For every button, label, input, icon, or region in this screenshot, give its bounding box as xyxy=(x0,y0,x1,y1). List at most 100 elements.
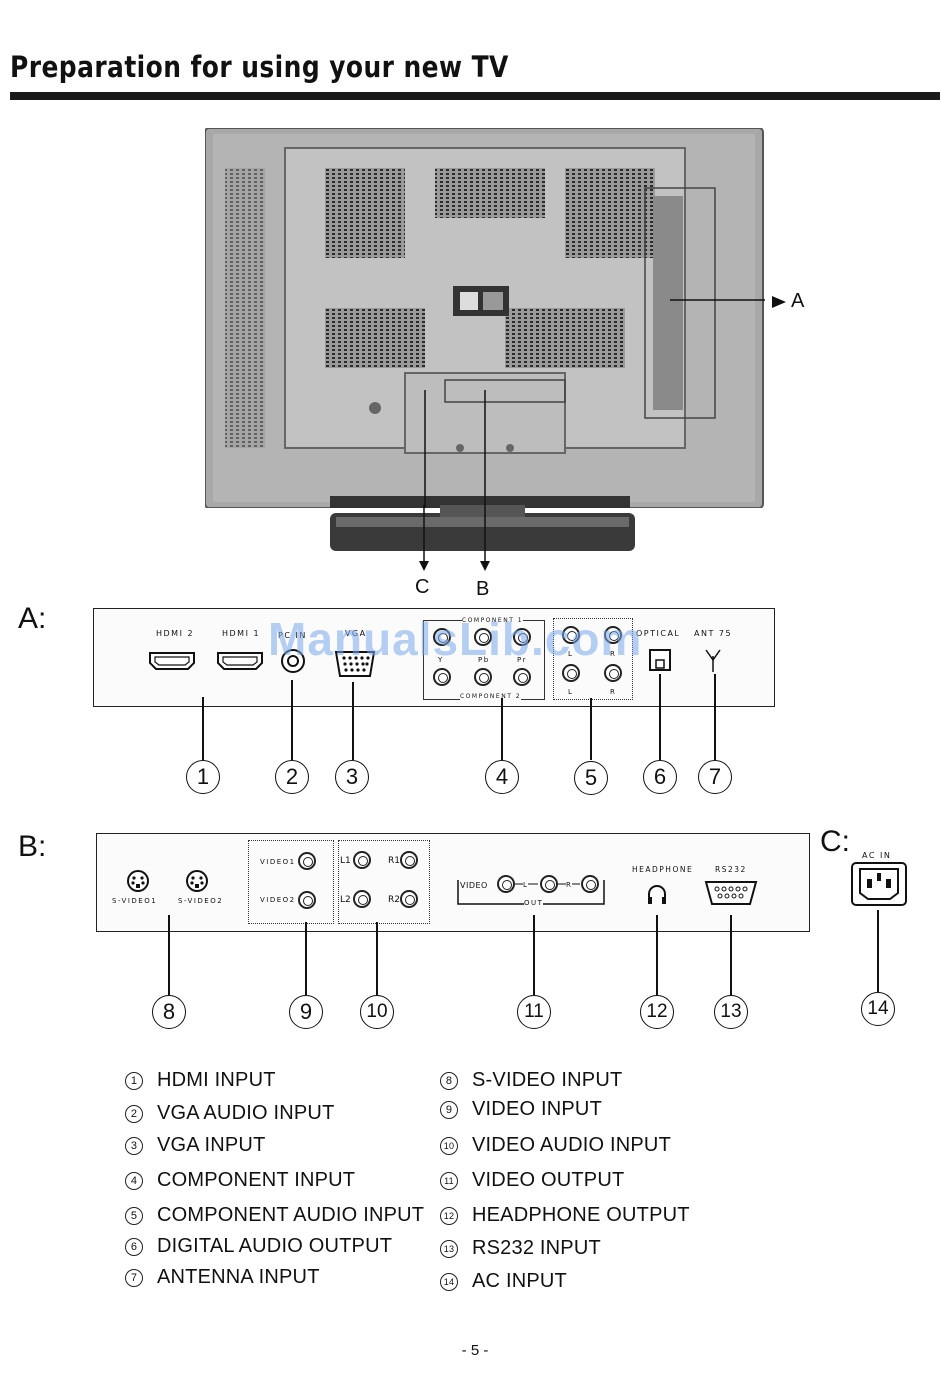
pb-label: Pb xyxy=(478,656,490,664)
callout-c: C xyxy=(415,576,430,598)
legend-label: COMPONENT INPUT xyxy=(157,1169,356,1191)
component-audio-r1-jack xyxy=(604,626,622,644)
legend-number: 7 xyxy=(125,1268,143,1287)
watermark: ManualsLib.com xyxy=(268,613,643,665)
lead-13 xyxy=(730,915,732,995)
legend-item-14: 14 AC INPUT xyxy=(440,1270,567,1293)
lead-14 xyxy=(877,910,879,992)
legend-label: HEADPHONE OUTPUT xyxy=(472,1204,690,1226)
r2-label: R2 xyxy=(388,895,400,905)
video1-label: VIDEO1 xyxy=(260,858,296,866)
callout-b: B xyxy=(476,578,490,600)
svideo1-port-icon xyxy=(127,870,149,892)
legend-label: AC INPUT xyxy=(472,1270,567,1292)
component1-y-jack xyxy=(433,628,451,646)
headphone-label: HEADPHONE xyxy=(632,865,694,874)
section-c-label: C: xyxy=(820,825,850,858)
panel-a xyxy=(93,608,775,707)
optical-port-icon xyxy=(649,649,671,671)
legend-number: 13 xyxy=(440,1239,458,1258)
ac-power-socket-icon xyxy=(851,862,907,906)
callout-a: A xyxy=(791,290,805,312)
marker-6: 6 xyxy=(643,760,677,794)
page-title: Preparation for using your new TV xyxy=(10,50,509,84)
arrow-a xyxy=(772,296,786,308)
legend-label: VIDEO INPUT xyxy=(472,1098,602,1120)
component-audio-l2-jack xyxy=(562,664,580,682)
lead-4 xyxy=(501,698,503,760)
svideo2-port-icon xyxy=(186,870,208,892)
video-audio-group xyxy=(338,840,430,924)
legend-item-11: 11 VIDEO OUTPUT xyxy=(440,1169,624,1192)
headphone-icon xyxy=(648,885,666,904)
component1-pr-jack xyxy=(513,628,531,646)
marker-3: 3 xyxy=(335,760,369,794)
lead-7 xyxy=(714,674,716,760)
component2-pr-jack xyxy=(513,668,531,686)
legend-label: ANTENNA INPUT xyxy=(157,1266,320,1288)
legend-number: 3 xyxy=(125,1136,143,1155)
audio-r-bottom-label: R xyxy=(610,688,617,696)
marker-9: 9 xyxy=(289,995,323,1029)
lead-10 xyxy=(376,922,378,995)
lead-1 xyxy=(202,697,204,760)
antenna-icon xyxy=(705,649,721,672)
legend-item-6: 6 DIGITAL AUDIO OUTPUT xyxy=(125,1235,392,1258)
legend-number: 2 xyxy=(125,1104,143,1123)
marker-2: 2 xyxy=(275,760,309,794)
rs232-label: RS232 xyxy=(715,865,747,874)
l2-jack xyxy=(353,890,371,908)
rs232-port-icon xyxy=(704,881,758,905)
legend-item-7: 7 ANTENNA INPUT xyxy=(125,1266,320,1289)
legend-number: 6 xyxy=(125,1237,143,1256)
legend-number: 4 xyxy=(125,1171,143,1190)
component1-pb-jack xyxy=(474,628,492,646)
marker-1: 1 xyxy=(186,760,220,794)
marker-8: 8 xyxy=(152,995,186,1029)
svideo1-label: S-VIDEO1 xyxy=(112,897,158,905)
l1-jack xyxy=(353,851,371,869)
component-audio-r2-jack xyxy=(604,664,622,682)
audio-r-top-label: R xyxy=(610,650,617,658)
legend-number: 12 xyxy=(440,1206,458,1225)
callout-arrows xyxy=(419,505,490,571)
title-rule xyxy=(10,92,940,100)
y-label: Y xyxy=(438,656,444,664)
lead-2 xyxy=(291,680,293,760)
r1-jack xyxy=(400,851,418,869)
legend-label: VGA INPUT xyxy=(157,1134,266,1156)
lead-9 xyxy=(305,922,307,995)
lead-5 xyxy=(590,698,592,760)
hdmi1-label: HDMI 1 xyxy=(222,629,261,638)
video-out-jack xyxy=(497,875,515,893)
pr-label: Pr xyxy=(517,656,527,664)
marker-13: 13 xyxy=(714,995,748,1029)
component2-pb-jack xyxy=(474,668,492,686)
legend-label: VIDEO AUDIO INPUT xyxy=(472,1134,671,1156)
legend-number: 14 xyxy=(440,1272,458,1291)
page-number: - 5 - xyxy=(461,1342,489,1359)
legend-label: VIDEO OUTPUT xyxy=(472,1169,625,1191)
marker-12: 12 xyxy=(640,995,674,1029)
optical-label: OPTICAL xyxy=(636,629,681,638)
legend-item-2: 2 VGA AUDIO INPUT xyxy=(125,1102,334,1125)
video-out-label: VIDEO xyxy=(460,881,488,890)
tv-rear-image xyxy=(205,128,765,508)
vga-label: VGA xyxy=(345,629,367,638)
legend-item-4: 4 COMPONENT INPUT xyxy=(125,1169,355,1192)
component1-label: COMPONENT 1 xyxy=(462,617,524,624)
marker-7: 7 xyxy=(698,760,732,794)
legend-number: 11 xyxy=(440,1171,458,1190)
panel-b xyxy=(96,833,810,932)
legend-label: RS232 INPUT xyxy=(472,1237,601,1259)
component-audio-group xyxy=(553,618,633,700)
hdmi2-label: HDMI 2 xyxy=(156,629,195,638)
legend-number: 5 xyxy=(125,1206,143,1225)
vga-port-icon xyxy=(334,651,376,677)
legend-label: DIGITAL AUDIO OUTPUT xyxy=(157,1235,393,1257)
legend-label: VGA AUDIO INPUT xyxy=(157,1102,335,1124)
